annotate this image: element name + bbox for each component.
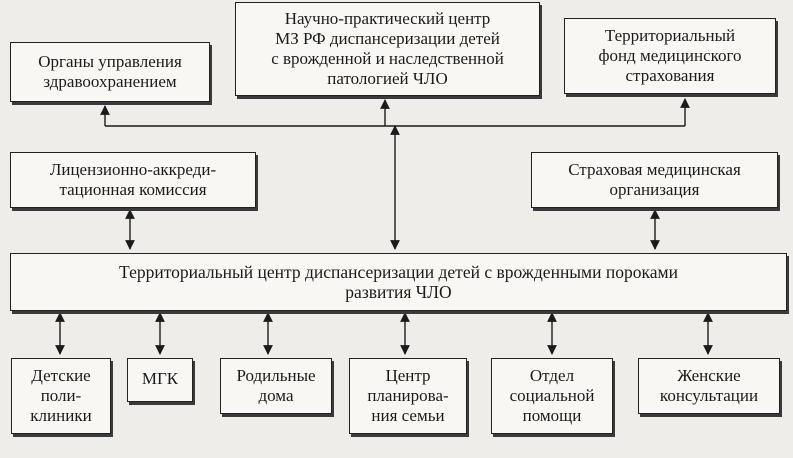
node-maternity-homes: Родильные дома: [220, 358, 332, 414]
node-health-authorities: Органы управления здравоохранением: [10, 42, 210, 102]
node-territorial-center: Территориальный центр диспансеризации де…: [10, 253, 787, 311]
node-social-help: Отдел социальной помощи: [491, 358, 613, 434]
node-mgk: МГК: [127, 358, 193, 402]
node-territorial-fund: Территориальный фонд медицинского страхо…: [564, 18, 776, 94]
node-insurance-org: Страховая медицинская организация: [531, 152, 778, 208]
node-licensing-commission: Лицензионно-аккреди- тационная комиссия: [10, 152, 256, 208]
node-children-polyclinics: Детские поли- клиники: [11, 358, 111, 434]
node-research-center: Научно-практический центр МЗ РФ диспансе…: [235, 2, 540, 96]
node-family-planning: Центр планирова- ния семьи: [349, 358, 467, 434]
node-womens-consultations: Женские консультации: [638, 358, 780, 414]
